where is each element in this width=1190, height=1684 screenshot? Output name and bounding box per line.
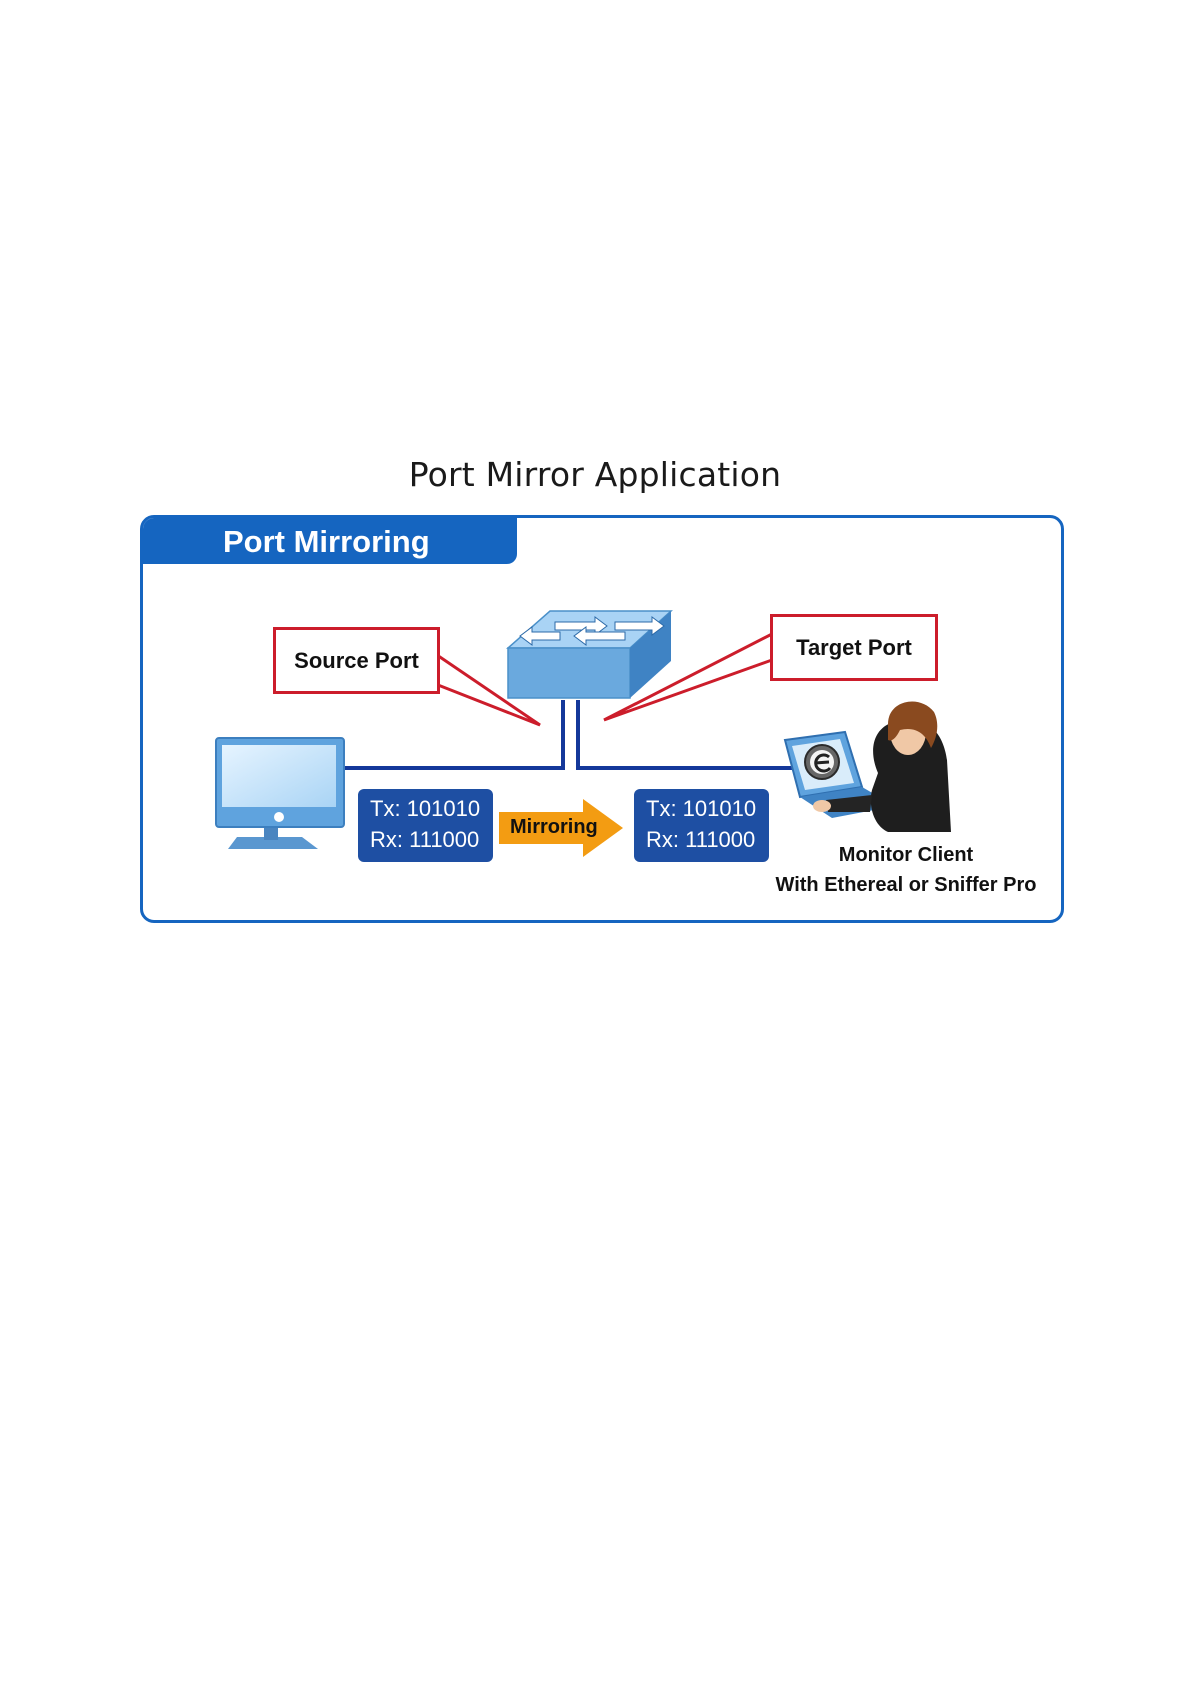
source-tx-value: Tx: 101010 [370,793,493,824]
mirroring-label: Mirroring [510,816,598,839]
monitor-client-title: Monitor Client [766,840,1046,870]
source-port-callout: Source Port [273,627,440,694]
panel-header: Port Mirroring [143,518,517,564]
target-rx-value: Rx: 111000 [646,824,769,855]
panel-header-title: Port Mirroring [223,524,430,560]
target-port-callout: Target Port [770,614,938,681]
source-port-label: Source Port [294,648,419,674]
target-port-label: Target Port [796,635,912,661]
source-data-box: Tx: 101010 Rx: 111000 [358,789,493,862]
target-tx-value: Tx: 101010 [646,793,769,824]
source-rx-value: Rx: 111000 [370,824,493,855]
monitor-client-subtitle: With Ethereal or Sniffer Pro [766,870,1046,900]
monitor-client-label: Monitor Client With Ethereal or Sniffer … [766,840,1046,900]
target-data-box: Tx: 101010 Rx: 111000 [634,789,769,862]
